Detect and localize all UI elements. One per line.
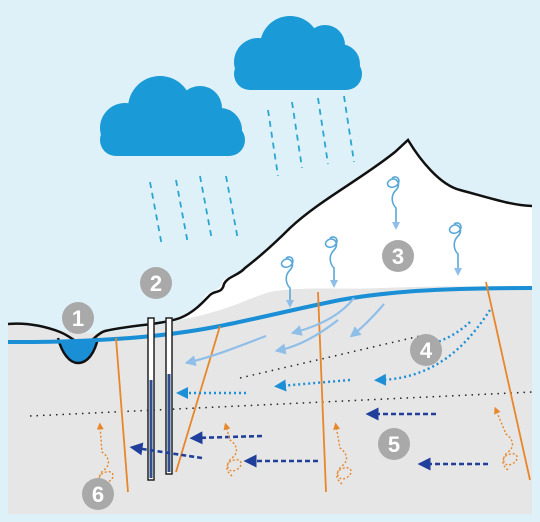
marker-3-label: 3 xyxy=(392,244,404,269)
marker-3: 3 xyxy=(382,240,414,272)
marker-2-label: 2 xyxy=(150,271,162,296)
marker-6-label: 6 xyxy=(92,482,104,507)
marker-1-label: 1 xyxy=(72,306,84,331)
marker-6: 6 xyxy=(82,478,114,510)
marker-4: 4 xyxy=(410,334,442,366)
marker-2: 2 xyxy=(140,267,172,299)
marker-5-label: 5 xyxy=(388,432,400,457)
marker-5: 5 xyxy=(378,428,410,460)
marker-1: 1 xyxy=(62,302,94,334)
well-screen xyxy=(150,380,153,478)
marker-4-label: 4 xyxy=(420,338,433,363)
well-screen xyxy=(168,374,171,472)
